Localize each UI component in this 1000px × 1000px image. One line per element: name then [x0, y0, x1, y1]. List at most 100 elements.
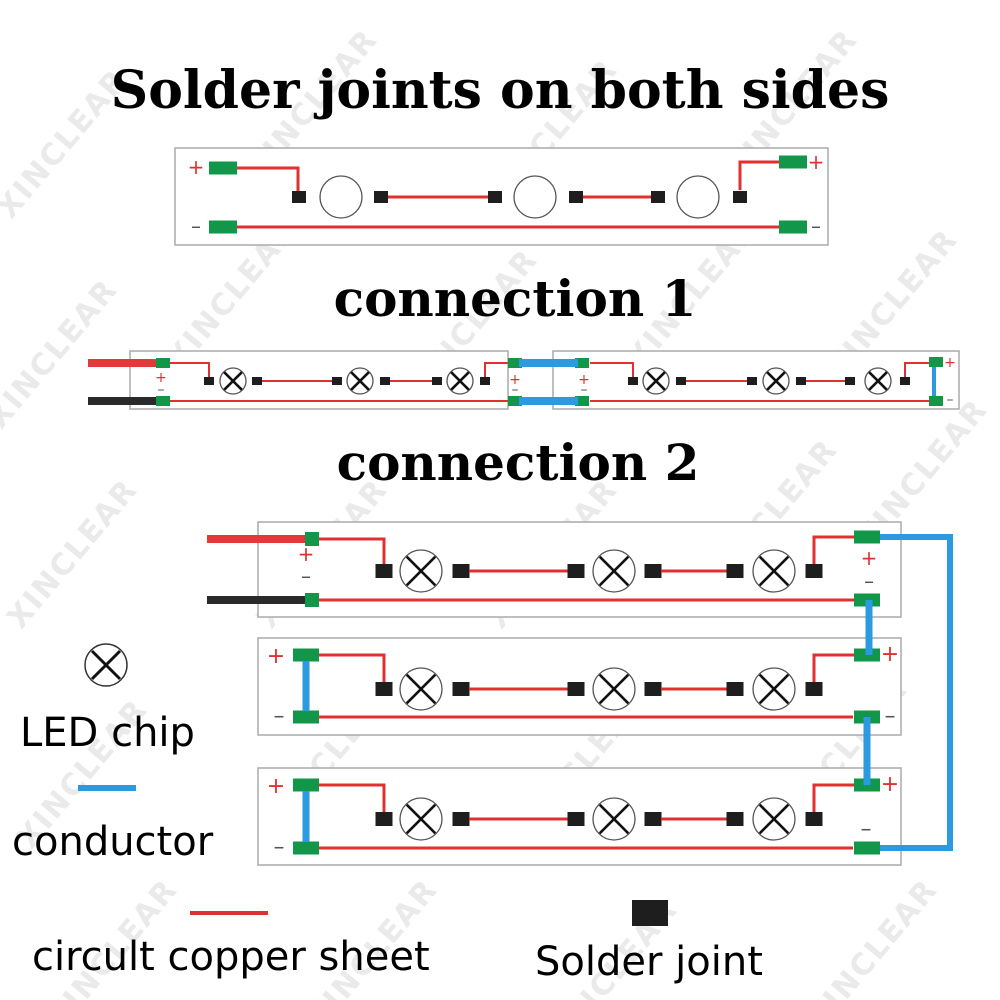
- solder-pad: [156, 358, 170, 368]
- title-connection-2: connection 2: [337, 433, 700, 492]
- solder-joint: [567, 564, 585, 578]
- solder-pad: [575, 358, 589, 368]
- watermark-text: XINCLEAR: [800, 872, 945, 1000]
- polarity-plus: +: [188, 155, 205, 179]
- polarity-plus: +: [155, 370, 167, 386]
- led-cross: [868, 371, 888, 391]
- solder-joint: [452, 812, 470, 826]
- copper-trace: [590, 362, 634, 377]
- solder-joint: [569, 191, 583, 203]
- solder-joint: [845, 377, 855, 385]
- legend-led-chip-label: LED chip: [20, 710, 195, 756]
- solder-pad: [779, 220, 807, 234]
- solder-joint: [805, 812, 823, 826]
- solder-pad: [305, 593, 319, 607]
- led-placeholder: [513, 175, 557, 219]
- copper-trace: [738, 160, 779, 190]
- solder-pad: [156, 396, 170, 406]
- led-cross: [598, 555, 630, 587]
- solder-pad: [293, 710, 319, 724]
- solder-pad: [575, 396, 589, 406]
- solder-pad: [854, 841, 880, 855]
- led-cross: [405, 673, 437, 705]
- solder-pad: [293, 841, 319, 855]
- polarity-minus: –: [885, 704, 896, 729]
- solder-joint: [726, 682, 744, 696]
- solder-joint: [796, 377, 806, 385]
- solder-pad: [929, 357, 943, 367]
- polarity-minus: –: [274, 704, 285, 729]
- legend-conductor-label: conductor: [12, 819, 214, 865]
- solder-joint: [747, 377, 757, 385]
- solder-joint: [628, 377, 638, 385]
- solder-pad: [929, 396, 943, 406]
- legend-led-chip-icon: [84, 643, 128, 687]
- legend-solder-label: Solder joint: [535, 939, 763, 985]
- led-cross: [766, 371, 786, 391]
- led-cross: [758, 803, 790, 835]
- solder-joint: [726, 812, 744, 826]
- solder-joint: [733, 191, 747, 203]
- copper-trace: [170, 362, 210, 377]
- solder-joint: [805, 682, 823, 696]
- solder-joint: [380, 377, 390, 385]
- title-connection-1: connection 1: [334, 269, 697, 328]
- legend-copper-label: circult copper sheet: [32, 934, 430, 980]
- solder-joint: [644, 682, 662, 696]
- solder-pad: [508, 396, 522, 406]
- polarity-plus: +: [861, 546, 878, 570]
- solder-pad: [305, 532, 319, 546]
- polarity-minus: –: [861, 817, 872, 842]
- legend-solder-icon: [632, 900, 668, 926]
- copper-trace: [812, 783, 855, 812]
- solder-pad: [209, 220, 237, 234]
- solder-joint: [651, 191, 665, 203]
- solder-pad: [779, 155, 807, 169]
- led-cross: [758, 673, 790, 705]
- polarity-minus: –: [158, 382, 165, 398]
- polarity-plus: +: [881, 772, 899, 797]
- solder-joint: [204, 377, 214, 385]
- led-cross: [646, 371, 666, 391]
- title-main: Solder joints on both sides: [111, 60, 890, 121]
- copper-trace: [812, 653, 855, 682]
- solder-joint: [726, 564, 744, 578]
- led-cross: [405, 803, 437, 835]
- led-cross: [223, 371, 243, 391]
- solder-joint: [567, 682, 585, 696]
- watermark-text: XINCLEAR: [0, 272, 125, 435]
- copper-trace: [904, 362, 930, 377]
- solder-joint: [374, 191, 388, 203]
- solder-pad: [293, 648, 319, 662]
- diagram-layer: +–+–+–+–+–+–+–+–+–+–+–+–: [88, 147, 960, 866]
- copper-trace: [319, 653, 386, 689]
- led-cross: [450, 371, 470, 391]
- watermark-text: XINCLEAR: [0, 472, 145, 635]
- polarity-plus: +: [944, 355, 956, 371]
- polarity-minus: –: [581, 382, 588, 398]
- polarity-plus: +: [578, 372, 590, 388]
- solder-joint: [252, 377, 262, 385]
- legend: LED chip conductor circult copper sheet …: [12, 643, 763, 985]
- polarity-plus: +: [267, 774, 285, 799]
- solder-pad: [209, 161, 237, 175]
- led-placeholder: [676, 175, 720, 219]
- solder-joint: [452, 682, 470, 696]
- led-cross: [598, 673, 630, 705]
- copper-trace: [484, 362, 511, 377]
- conductor: [880, 534, 953, 851]
- led-cross: [405, 555, 437, 587]
- polarity-minus: –: [864, 569, 874, 593]
- copper-trace: [812, 535, 855, 564]
- copper-trace: [319, 537, 386, 571]
- polarity-plus: +: [298, 542, 315, 566]
- solder-joint: [488, 191, 502, 203]
- led-cross: [758, 555, 790, 587]
- copper-trace: [319, 783, 386, 819]
- solder-joint: [805, 564, 823, 578]
- led-cross: [350, 371, 370, 391]
- solder-joint: [375, 564, 393, 578]
- polarity-minus: –: [191, 214, 201, 238]
- solder-pad: [293, 778, 319, 792]
